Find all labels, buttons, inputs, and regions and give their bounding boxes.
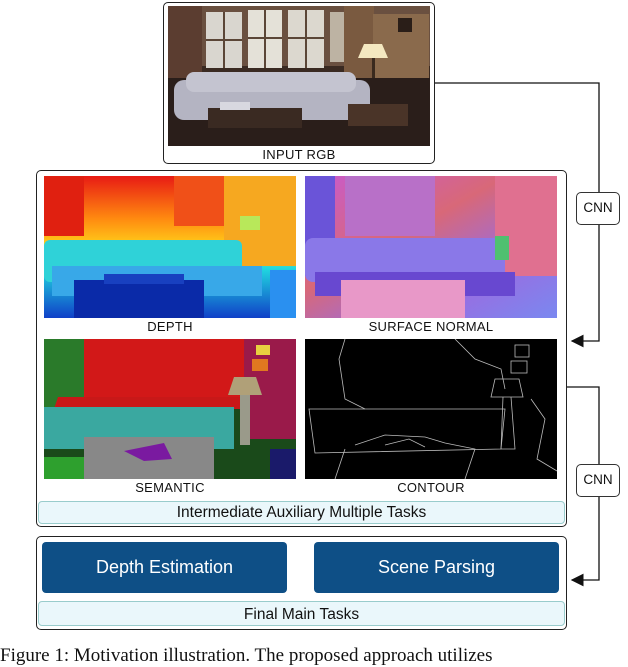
cnn-label-bottom: CNN <box>576 464 620 497</box>
contour-label: CONTOUR <box>397 480 465 495</box>
intermediate-tasks-label: Intermediate Auxiliary Multiple Tasks <box>38 501 565 524</box>
contour-image <box>305 339 557 479</box>
semantic-image <box>44 339 296 479</box>
depth-image <box>44 176 296 318</box>
semantic-label: SEMANTIC <box>135 480 205 495</box>
input-rgb-box: INPUT RGB <box>163 2 435 164</box>
final-tasks-box: Depth Estimation Scene Parsing Final Mai… <box>36 536 567 630</box>
scene-parsing-task: Scene Parsing <box>314 542 559 593</box>
input-rgb-label: INPUT RGB <box>262 147 336 162</box>
surface-normal-image <box>305 176 557 318</box>
cnn-label-top: CNN <box>576 192 620 225</box>
input-rgb-image <box>168 6 430 146</box>
depth-estimation-task: Depth Estimation <box>42 542 287 593</box>
figure-caption: Figure 1: Motivation illustration. The p… <box>0 645 493 666</box>
surface-normal-label: SURFACE NORMAL <box>368 319 494 334</box>
depth-label: DEPTH <box>147 319 193 334</box>
intermediate-tasks-box: DEPTH SURFACE NORMAL SEM <box>36 170 567 527</box>
final-tasks-label: Final Main Tasks <box>38 601 565 626</box>
